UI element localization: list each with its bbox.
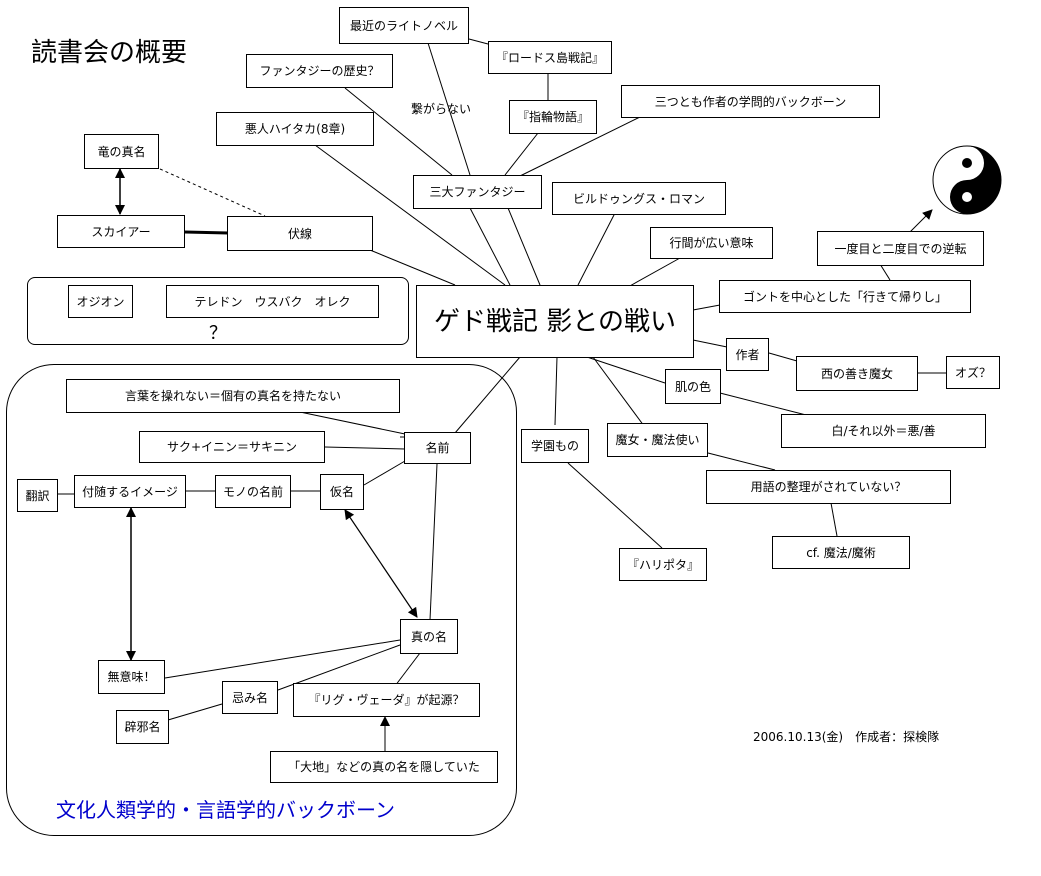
- node-associated-image: 付随するイメージ: [74, 475, 186, 508]
- footer-credit: 2006.10.13(金) 作成者：探検隊: [753, 730, 940, 744]
- node-provisional-name: 仮名: [320, 474, 364, 510]
- node-three-fantasies: 三大ファンタジー: [413, 175, 542, 209]
- node-rigveda-origin: 『リグ・ヴェーダ』が起源？: [293, 683, 480, 717]
- node-sakuinin: サク+イニン＝サキニン: [139, 431, 325, 463]
- page-title: 読書会の概要: [31, 38, 188, 68]
- linguistic-group: [6, 364, 517, 836]
- node-skin-color: 肌の色: [665, 369, 721, 404]
- node-taboo-name: 忌み名: [222, 681, 278, 714]
- node-translation: 翻訳: [17, 479, 58, 512]
- node-meaningless: 無意味！: [98, 660, 165, 694]
- node-lord-of-the-rings: 『指輪物語』: [509, 100, 597, 134]
- node-terminology: 用語の整理がされていない？: [706, 470, 951, 504]
- node-dragon-true-name: 竜の真名: [84, 134, 159, 169]
- node-white-evil-good: 白/それ以外＝悪/善: [781, 414, 986, 448]
- node-exorcism-name: 辟邪名: [116, 710, 169, 744]
- node-bildungsroman: ビルドゥングス・ロマン: [552, 182, 726, 215]
- node-line-spacing: 行間が広い意味: [650, 227, 773, 259]
- node-teledon: テレドン ウスバク オレク: [166, 285, 379, 318]
- center-topic: ゲド戦記 影との戦い: [416, 285, 694, 358]
- node-fantasy-history: ファンタジーの歴史？: [246, 54, 393, 88]
- node-reversal: 一度目と二度目での逆転: [817, 231, 984, 266]
- node-foreshadowing: 伏線: [227, 216, 373, 251]
- question-mark: ？: [209, 323, 227, 344]
- node-thing-name: モノの名前: [215, 475, 291, 508]
- node-good-witch-west: 西の善き魔女: [796, 356, 918, 391]
- linguistic-caption: 文化人類学的・言語学的バックボーン: [56, 798, 395, 822]
- node-oz: オズ？: [946, 356, 1000, 389]
- character-group: [27, 277, 409, 345]
- node-author: 作者: [726, 338, 769, 371]
- node-skyair: スカイアー: [57, 215, 185, 248]
- node-harry-potter: 『ハリポタ』: [619, 548, 707, 581]
- node-earth-hidden-name: 「大地」などの真の名を隠していた: [270, 751, 498, 783]
- node-ogion: オジオン: [68, 285, 133, 318]
- node-magic-cf: cf. 魔法/魔術: [772, 536, 910, 569]
- node-true-name: 真の名: [400, 619, 458, 654]
- node-cannot-use-words: 言葉を操れない＝個有の真名を持たない: [66, 379, 400, 413]
- node-witch-wizard: 魔女・魔法使い: [607, 423, 708, 457]
- node-name: 名前: [404, 432, 471, 464]
- node-author-backbone: 三つとも作者の学問的バックボーン: [621, 85, 880, 118]
- node-school-story: 学園もの: [521, 429, 589, 463]
- node-gont-journey: ゴントを中心とした「行きて帰りし」: [719, 280, 971, 313]
- node-hitaka: 悪人ハイタカ(8章): [216, 112, 374, 146]
- side-note: 繋がらない: [411, 102, 472, 116]
- node-recent-light-novels: 最近のライトノベル: [339, 7, 469, 44]
- yin-yang-icon: [932, 145, 1002, 215]
- node-lodoss: 『ロードス島戦記』: [488, 41, 612, 74]
